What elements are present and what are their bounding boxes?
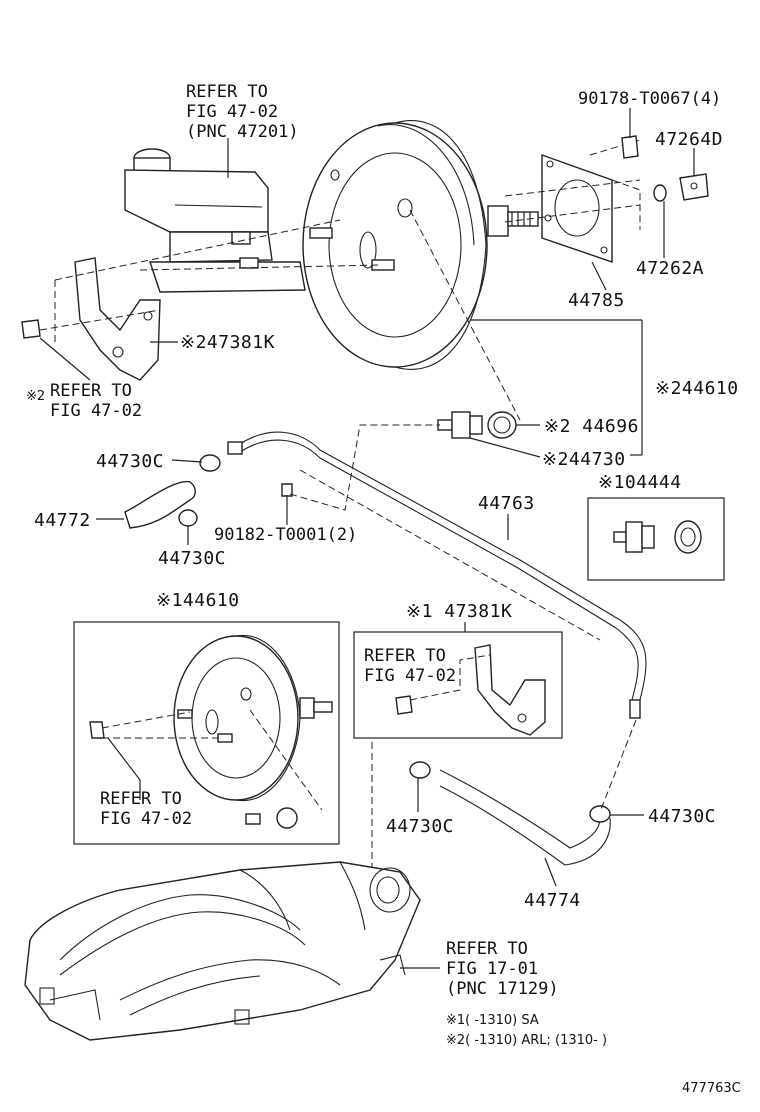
bracket-47381k-sa — [395, 644, 546, 736]
label-44730c-a: 44730C — [96, 451, 164, 472]
brake-booster-sa — [89, 634, 333, 829]
nut-90178 — [621, 135, 639, 159]
clamp-44730c-d — [589, 805, 611, 823]
label-refer-box2-2: FIG 47-02 — [364, 666, 456, 686]
bracket-47381k-top — [21, 257, 161, 381]
label-44730c-b: 44730C — [158, 548, 226, 569]
label-44763: 44763 — [478, 493, 535, 514]
check-valve-44696 — [437, 411, 517, 439]
label-47262a: 47262A — [636, 258, 704, 279]
label-44785: 44785 — [568, 290, 625, 311]
label-44730: ※244730 — [542, 449, 626, 470]
label-refer-im-1: REFER TO — [446, 939, 528, 959]
gasket-44785 — [541, 154, 613, 263]
clamp-44730c-b — [178, 509, 198, 527]
label-47381k-box: ※1 47381K — [406, 601, 512, 622]
label-note-2: ※2( -1310) ARL; (1310- ) — [446, 1033, 607, 1048]
intake-manifold — [24, 861, 421, 1041]
label-refer-im-2: FIG 17-01 — [446, 959, 538, 979]
leader-lines — [39, 108, 695, 969]
hose-44772 — [124, 481, 196, 529]
label-refer-br-2: FIG 47-02 — [50, 401, 142, 421]
label-47381k-top: ※247381K — [180, 332, 275, 353]
label-refer-im-3: (PNC 17129) — [446, 979, 559, 999]
label-04444: ※104444 — [598, 472, 682, 493]
label-44774: 44774 — [524, 890, 581, 911]
label-refer-box1-1: REFER TO — [100, 789, 182, 809]
label-refer-mc-2: FIG 47-02 — [186, 102, 278, 122]
brake-booster-main — [302, 120, 539, 370]
label-refer-box2-1: REFER TO — [364, 646, 446, 666]
label-44696: ※2 44696 — [544, 416, 639, 437]
master-cylinder — [124, 148, 306, 293]
box-04444 — [587, 497, 725, 581]
box-44610-sa — [73, 621, 340, 845]
hose-44774 — [439, 769, 611, 866]
label-refer-mc-3: (PNC 47201) — [186, 122, 299, 142]
label-refer-br-mark: ※2 — [26, 389, 45, 404]
label-refer-mc-1: REFER TO — [186, 82, 268, 102]
label-refer-br-1: REFER TO — [50, 381, 132, 401]
box-47381k-sa — [353, 631, 563, 739]
check-valve-04444 — [613, 520, 702, 554]
clamp-44730c-a — [199, 454, 221, 472]
label-44610-top: ※244610 — [655, 378, 739, 399]
label-layer: REFER TO FIG 47-02 (PNC 47201) 90178-T00… — [26, 82, 741, 1096]
label-figure-id: 477763C — [682, 1081, 741, 1096]
label-90182: 90182-T0001(2) — [214, 525, 357, 545]
union-90182 — [281, 483, 293, 497]
label-44772: 44772 — [34, 510, 91, 531]
label-47264d: 47264D — [655, 129, 723, 150]
label-note-1: ※1( -1310) SA — [446, 1013, 539, 1028]
clevis-47264d — [679, 173, 709, 201]
label-refer-box1-2: FIG 47-02 — [100, 809, 192, 829]
label-90178: 90178-T0067(4) — [578, 89, 721, 109]
label-44730c-d: 44730C — [648, 806, 716, 827]
washer-47262a — [653, 184, 667, 202]
vacuum-pipe-44763 — [227, 431, 647, 719]
label-44730c-c: 44730C — [386, 816, 454, 837]
label-44610-box: ※144610 — [156, 590, 240, 611]
clamp-44730c-c — [409, 761, 431, 779]
